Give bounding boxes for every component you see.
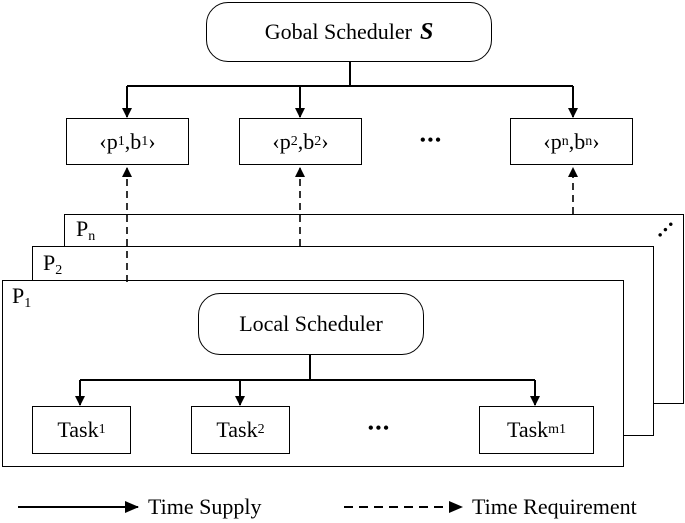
- partition-label-2: P2: [43, 250, 63, 278]
- global-scheduler-box: Gobal Scheduler S: [206, 2, 492, 62]
- pair-p-sub: 1: [117, 133, 125, 149]
- pair-p-sub: n: [561, 133, 569, 149]
- global-scheduler-label: Gobal Scheduler: [264, 19, 412, 44]
- task-sub: 2: [257, 422, 265, 437]
- task-name: Task: [57, 417, 99, 442]
- local-scheduler-label: Local Scheduler: [239, 311, 383, 336]
- partition-label-1: P1: [12, 283, 32, 311]
- task-name: Task: [506, 417, 549, 442]
- local-scheduler-box: Local Scheduler: [198, 293, 424, 355]
- pair-p: p: [550, 128, 562, 154]
- task-sub: 1: [98, 422, 106, 437]
- pair-p-sub: 2: [290, 133, 298, 149]
- pair-p: p: [106, 128, 118, 154]
- pair-b-sub: 1: [141, 133, 149, 149]
- pair-b: b: [574, 128, 586, 154]
- task-sub: m1: [548, 422, 567, 437]
- partition-label-n: Pn: [76, 216, 96, 244]
- global-scheduler-symbol: S: [419, 18, 434, 45]
- pair-b: b: [303, 128, 315, 154]
- tasks-ellipsis: •••: [368, 420, 391, 437]
- supply-arrows-top: [122, 62, 578, 118]
- pair-b: b: [130, 128, 142, 154]
- legend-supply-label: Time Supply: [148, 494, 262, 519]
- pair-p: p: [279, 128, 291, 154]
- pair-b-sub: 2: [314, 133, 322, 149]
- pair-b-sub: n: [585, 133, 593, 149]
- task-name: Task: [216, 417, 258, 442]
- pairs-ellipsis: •••: [420, 132, 443, 149]
- legend-requirement-label: Time Requirement: [472, 494, 637, 519]
